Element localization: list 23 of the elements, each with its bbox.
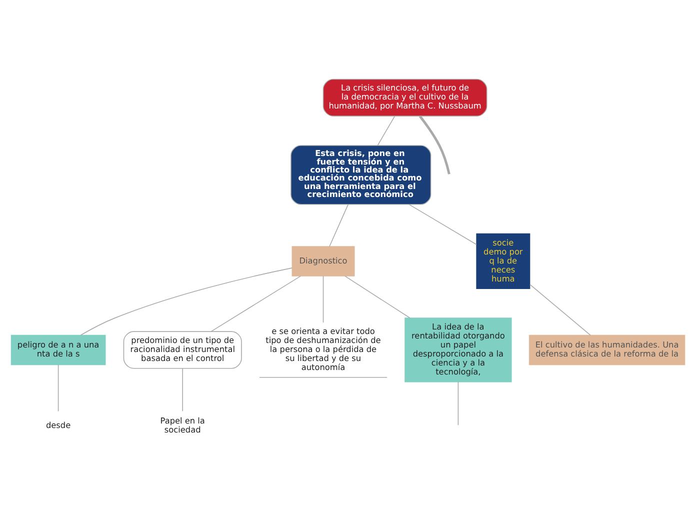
node-box: predominio de un tipo de racionalidad instrumental basada en el control <box>123 331 242 369</box>
node-box: El cultivo de las humanidades. Una defensa clásica de la reforma de la <box>528 334 686 366</box>
connector <box>377 116 395 146</box>
connector <box>530 284 591 336</box>
node-text: desde <box>46 420 71 430</box>
connector <box>80 268 293 336</box>
connector <box>344 276 410 318</box>
connector <box>210 276 302 332</box>
node-box: La crisis silenciosa, el futuro de la democracia y el cultivo de la humanidad, por Martha C. Nussbaum <box>322 78 488 116</box>
connector <box>182 368 184 412</box>
connector <box>458 381 459 426</box>
connector <box>408 204 477 245</box>
node-box: socie demo por q la de neces huma <box>476 233 530 290</box>
connector <box>418 115 450 174</box>
connector <box>322 276 324 323</box>
node-box: peligro de a n a una nta de la s <box>10 334 106 366</box>
node-text: e se orienta a evitar todo tipo de deshumanización de la persona o la pérdida de su libertad y de su autonomía <box>266 326 381 372</box>
connector <box>329 204 349 247</box>
node-box: Esta crisis, pone en fuerte tensión y en conflicto la idea de la educación concebida como una herramienta para el crecimiento económico <box>290 145 432 205</box>
connector <box>58 364 59 412</box>
node-box: Diagnostico <box>292 246 355 276</box>
node-text: Papel en la sociedad <box>160 416 205 435</box>
node-box: La idea de la rentabilidad otorgando un papel desproporcionado a la ciencia y a la tecnología, <box>404 318 512 382</box>
